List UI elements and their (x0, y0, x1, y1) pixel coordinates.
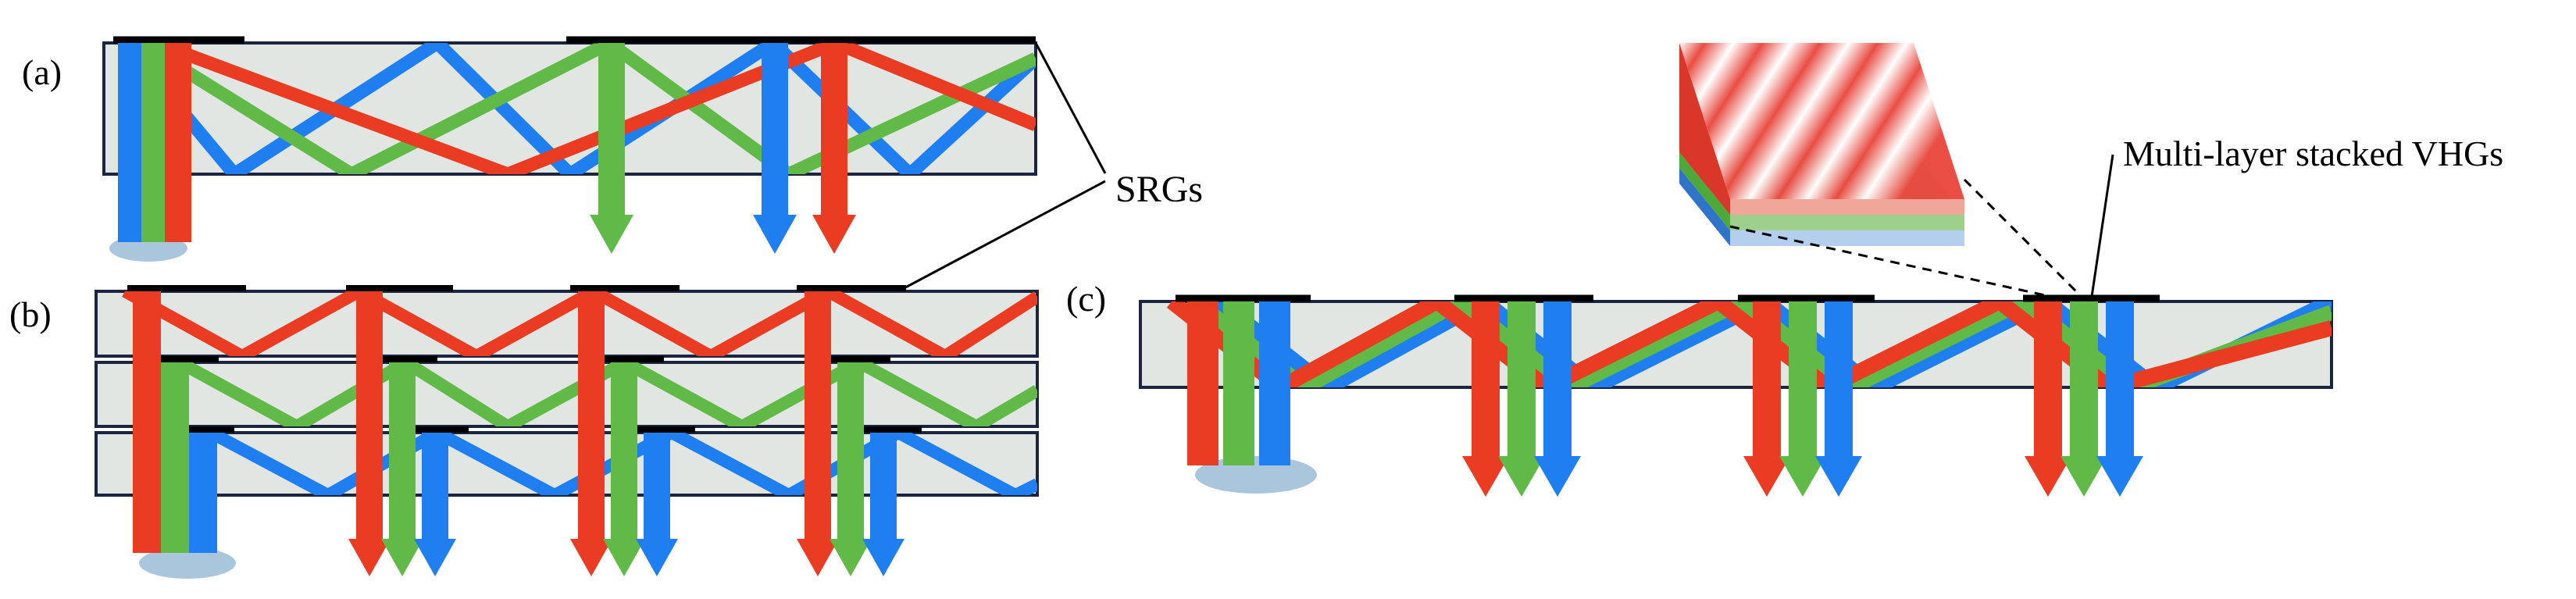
green-ray-b (177, 362, 1037, 426)
green-in-beam-b (161, 362, 189, 553)
blue-arrow-a (753, 215, 797, 254)
green-in-beam-a (141, 43, 168, 242)
panel-a: (a) (22, 36, 1037, 262)
panel-b-label: (b) (9, 294, 52, 334)
panel-c-label: (c) (1066, 279, 1106, 319)
blue-in-beam-b (189, 433, 217, 553)
srgs-leader-top (1034, 42, 1107, 174)
vhgs-label: Multi-layer stacked VHGs (2123, 134, 2503, 173)
out-arrows-c-3 (2025, 301, 2143, 497)
red-out-beam-a (821, 43, 847, 217)
in-beams-c (1187, 301, 1290, 465)
panel-a-label: (a) (22, 52, 62, 92)
out-arrows-c-2 (1743, 301, 1862, 497)
vhg-dash-left (1729, 225, 2071, 302)
out-arrows-b-2 (570, 291, 678, 576)
srgs-label: SRGs (1115, 169, 1203, 210)
green-ray-a (137, 43, 1036, 174)
red-in-beam-a (165, 43, 191, 242)
eye-pupil-b (139, 547, 236, 579)
red-ray-b (122, 291, 1037, 356)
out-arrows-b-1 (348, 291, 456, 576)
out-arrows-b-3 (797, 291, 904, 576)
srgs-leader-bottom (897, 180, 1106, 293)
srgs-callout: SRGs (897, 42, 1203, 293)
red-arrow-a (812, 215, 856, 254)
out-arrows-c-1 (1462, 301, 1581, 497)
vhg-top-layer (1679, 43, 1964, 199)
red-in-beam-b (133, 291, 161, 553)
vhg-leader (2090, 154, 2114, 298)
blue-out-beam-a (762, 43, 788, 217)
red-ray-a (154, 43, 1036, 174)
vhg-dash-right (1963, 178, 2083, 298)
blue-in-beam-a (118, 43, 144, 242)
green-out-beam-a (598, 43, 625, 217)
panel-c: (c) (1066, 43, 2503, 497)
rays-a (120, 43, 1036, 174)
vhg-stack-block (1679, 43, 1976, 246)
green-arrow-a (590, 215, 633, 254)
panel-b: (b) (9, 285, 1039, 579)
